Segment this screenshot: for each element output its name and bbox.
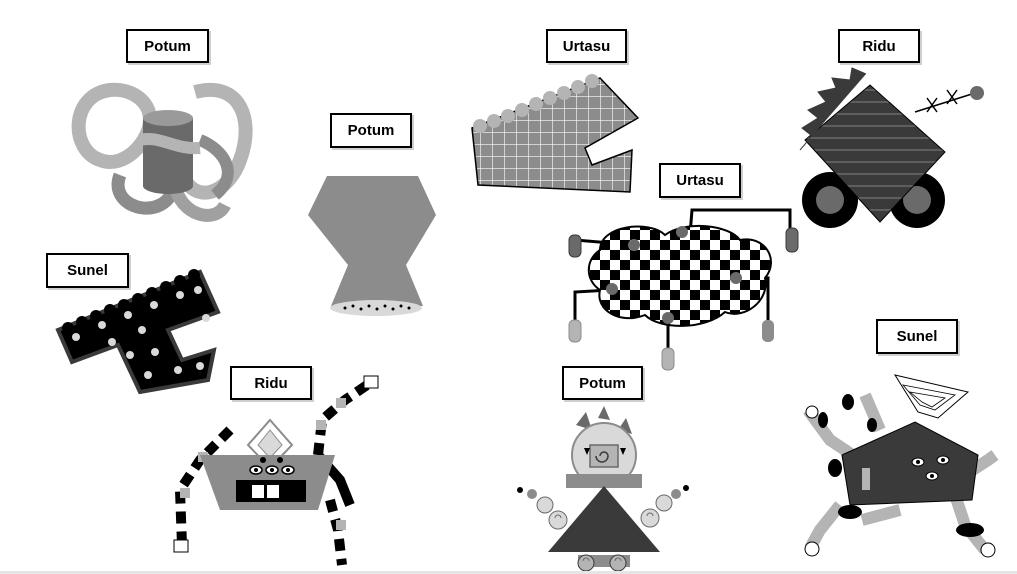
label-sunel-right: Sunel	[876, 319, 958, 354]
label-ridu-top-right: Ridu	[838, 29, 920, 63]
label-potum-bottom: Potum	[562, 366, 643, 400]
label-urtasu-top: Urtasu	[546, 29, 627, 63]
label-ridu-bottom: Ridu	[230, 366, 312, 400]
label-potum-center: Potum	[330, 113, 412, 148]
creature-urtasu-checkered	[568, 208, 799, 371]
creature-potum-loops	[71, 82, 253, 222]
bottom-divider	[0, 571, 1017, 574]
creature-sunel-jaw	[55, 269, 221, 395]
creature-ridu-tank	[799, 67, 984, 228]
creature-urtasu-grid	[471, 74, 640, 193]
creature-ridu-spider	[173, 375, 379, 566]
label-potum-top-left: Potum	[126, 29, 209, 63]
label-urtasu-middle: Urtasu	[659, 163, 741, 198]
creature-potum-hourglass	[308, 176, 436, 316]
label-sunel-left: Sunel	[46, 253, 129, 288]
creature-potum-robot	[517, 406, 689, 572]
creature-sunel-walker	[803, 374, 999, 558]
